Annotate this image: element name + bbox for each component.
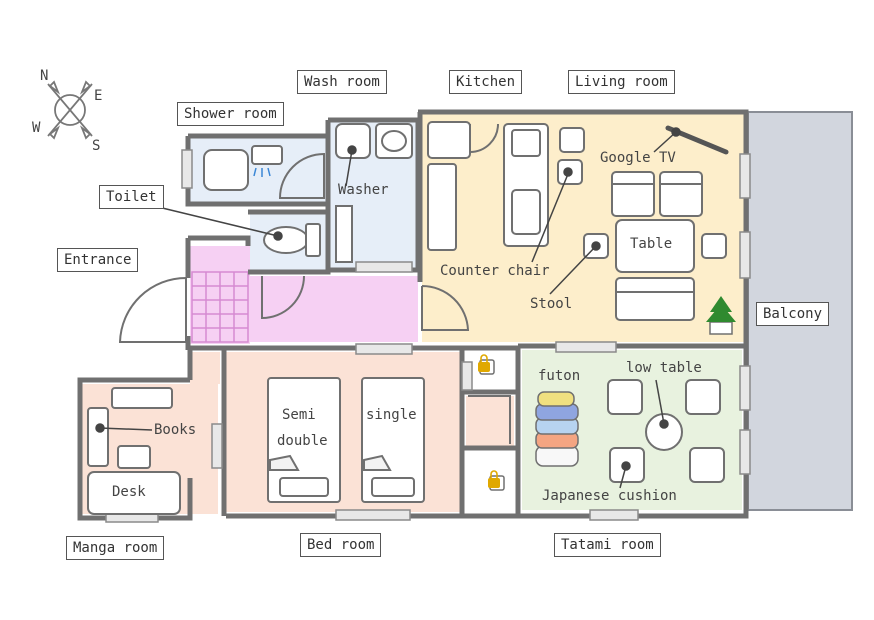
manga-furniture: [87, 387, 181, 515]
shower-head-icon: [253, 167, 271, 177]
hall-area: [250, 276, 418, 342]
room-label-wash-room: Wash room: [297, 70, 387, 94]
room-label-bed-room: Bed room: [300, 533, 382, 557]
toilet-icon: [263, 223, 321, 257]
living-furniture: [583, 171, 727, 321]
windows: [105, 149, 751, 523]
label-washer: Washer: [338, 182, 389, 198]
kitchen-fixtures: [427, 121, 585, 251]
label-desk: Desk: [112, 484, 146, 500]
label-semi-double-1: Semi: [282, 407, 316, 423]
plant-icon: [706, 296, 736, 335]
compass-n: N: [40, 68, 49, 84]
room-label-balcony: Balcony: [756, 302, 830, 326]
label-futon: futon: [538, 368, 581, 384]
room-label-living-room: Living room: [568, 70, 675, 94]
compass-w: W: [32, 120, 41, 136]
room-label-shower-room: Shower room: [177, 102, 284, 126]
label-table: Table: [630, 236, 673, 252]
label-counter-chair: Counter chair: [440, 263, 550, 279]
tatami-furniture: [607, 379, 725, 483]
room-label-toilet: Toilet: [99, 185, 164, 209]
label-google-tv: Google TV: [600, 150, 676, 166]
walls: [77, 109, 749, 521]
entrance-tiles: [191, 271, 249, 343]
callouts: [95, 127, 681, 489]
label-semi-double-2: double: [277, 433, 328, 449]
label-single: single: [366, 407, 417, 423]
closet-area: [466, 396, 514, 446]
lock-icon: [488, 470, 505, 491]
label-books: Books: [154, 422, 197, 438]
corridor-area: [190, 352, 220, 384]
beds: [267, 377, 425, 503]
room-label-tatami-room: Tatami room: [554, 533, 661, 557]
wash-fixtures: [335, 123, 413, 263]
room-label-manga-room: Manga room: [66, 536, 165, 560]
lock-icon: [478, 354, 495, 375]
label-stool: Stool: [530, 296, 573, 312]
label-japanese-cushion: Japanese cushion: [542, 488, 677, 504]
compass-s: S: [92, 138, 101, 154]
label-low-table: low table: [626, 360, 702, 376]
compass-icon: [47, 80, 93, 140]
door-swings: [118, 123, 511, 444]
room-label-entrance: Entrance: [57, 248, 139, 272]
room-label-kitchen: Kitchen: [449, 70, 523, 94]
compass-e: E: [94, 88, 103, 104]
shower-fixtures: [203, 145, 283, 191]
futon-icon: [535, 391, 579, 467]
